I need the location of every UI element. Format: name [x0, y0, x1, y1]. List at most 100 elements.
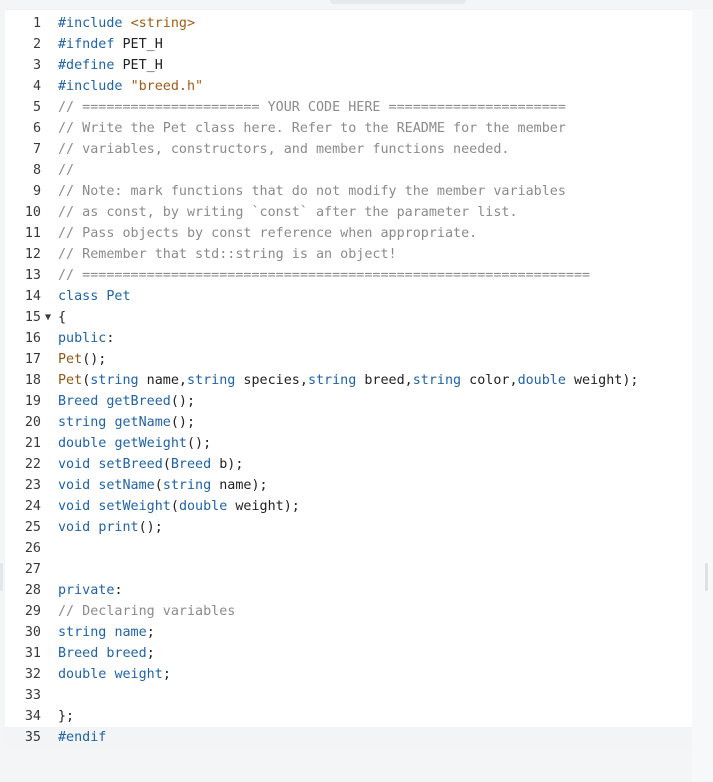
code-line[interactable]: 8 //: [5, 160, 692, 181]
code-token: weight);: [227, 499, 300, 514]
code-line[interactable]: 15 ▼ {: [5, 307, 692, 328]
code-text: #endif: [58, 727, 106, 748]
code-token: ();: [82, 352, 107, 367]
code-line[interactable]: 29// Declaring variables: [5, 601, 692, 622]
code-text: // as const, by writing `const` after th…: [58, 202, 518, 223]
code-text: // =====================================…: [58, 265, 590, 286]
code-line[interactable]: 35 #endif: [5, 727, 692, 748]
code-text: {: [58, 307, 66, 328]
fold-toggle-icon[interactable]: ▼: [45, 312, 52, 323]
code-token: private: [58, 583, 115, 598]
line-number: 5: [32, 100, 41, 115]
code-token: print: [98, 520, 139, 535]
code-token: #include: [58, 79, 131, 94]
code-token: ();: [138, 520, 163, 535]
line-number: 21: [24, 436, 41, 451]
code-token: "breed.h": [130, 79, 204, 94]
code-token: string: [58, 415, 115, 430]
code-token: Breed: [58, 646, 107, 661]
code-line[interactable]: 5 // ====================== YOUR CODE HER…: [5, 97, 692, 118]
code-token: class: [58, 289, 107, 304]
code-token: string: [162, 478, 212, 493]
code-token: #ifndef: [58, 37, 123, 52]
code-token: string: [307, 373, 357, 388]
code-token: weight);: [565, 373, 639, 388]
editor-footer: [0, 748, 692, 782]
code-text: // Note: mark functions that do not modi…: [58, 181, 566, 202]
code-line[interactable]: 9// Note: mark functions that do not mod…: [5, 181, 692, 202]
code-token: ();: [170, 415, 196, 430]
code-line[interactable]: 34};: [5, 706, 692, 727]
code-token: setWeight: [98, 499, 171, 514]
code-token: Breed: [58, 394, 107, 409]
code-token: (: [82, 373, 91, 388]
code-token: Pet: [58, 373, 83, 388]
code-line[interactable]: 33: [5, 685, 692, 706]
code-line[interactable]: 13 // ===================================…: [5, 265, 692, 286]
line-number: 15: [24, 310, 41, 325]
editor-scrollbar-track[interactable]: [692, 9, 713, 782]
code-text: void setName(string name);: [58, 475, 268, 496]
code-text: // variables, constructors, and member f…: [58, 139, 509, 160]
code-line[interactable]: 6// Write the Pet class here. Refer to t…: [5, 118, 692, 139]
line-number: 18: [24, 373, 41, 388]
code-line[interactable]: 11// Pass objects by const reference whe…: [5, 223, 692, 244]
code-token: Pet: [58, 352, 83, 367]
line-number: 7: [32, 142, 41, 157]
line-number: 8: [32, 163, 41, 178]
code-token: double: [58, 667, 115, 682]
code-token: // ====================== YOUR CODE HERE…: [58, 100, 566, 115]
code-line[interactable]: 2#ifndef PET_H: [5, 34, 692, 55]
line-number: 13: [24, 268, 41, 283]
code-text: void setWeight(double weight);: [58, 496, 300, 517]
code-text: Pet(string name,string species,string br…: [58, 370, 639, 391]
line-number: 4: [32, 79, 41, 94]
code-line[interactable]: 12 // Remember that std::string is an obj…: [5, 244, 692, 265]
code-line[interactable]: 4 #include "breed.h": [5, 76, 692, 97]
code-token: #include: [58, 16, 131, 31]
code-token: // variables, constructors, and member f…: [58, 142, 510, 157]
code-line[interactable]: 10// as const, by writing `const` after …: [5, 202, 692, 223]
line-number: 26: [24, 541, 41, 556]
line-number: 35: [24, 730, 41, 745]
code-token: Pet: [106, 289, 131, 304]
code-token: void: [58, 478, 99, 493]
scrollbar-grip[interactable]: [705, 563, 708, 591]
code-text: //: [58, 160, 74, 181]
code-text: private:: [58, 580, 123, 601]
line-number: 23: [24, 478, 41, 493]
line-number: 12: [24, 247, 41, 262]
code-line[interactable]: 27: [5, 559, 692, 580]
line-number: 2: [32, 37, 41, 52]
line-number: 3: [32, 58, 41, 73]
code-token: // as const, by writing `const` after th…: [58, 205, 518, 220]
code-token: // Remember that std::string is an objec…: [58, 247, 397, 262]
code-line[interactable]: 23 void setName(string name);: [5, 475, 692, 496]
code-text: Breed breed;: [58, 643, 155, 664]
code-line[interactable]: 3#define PET_H: [5, 55, 692, 76]
code-line[interactable]: 7 // variables, constructors, and member …: [5, 139, 692, 160]
code-text: double weight;: [58, 664, 171, 685]
code-token: void: [58, 457, 99, 472]
code-line[interactable]: 26: [5, 538, 692, 559]
resize-grip[interactable]: [0, 563, 3, 591]
code-line[interactable]: 1#include <string>: [5, 13, 692, 34]
code-text: #include <string>: [58, 13, 195, 34]
code-text: // Write the Pet class here. Refer to th…: [58, 118, 566, 139]
code-token: {: [58, 310, 67, 325]
